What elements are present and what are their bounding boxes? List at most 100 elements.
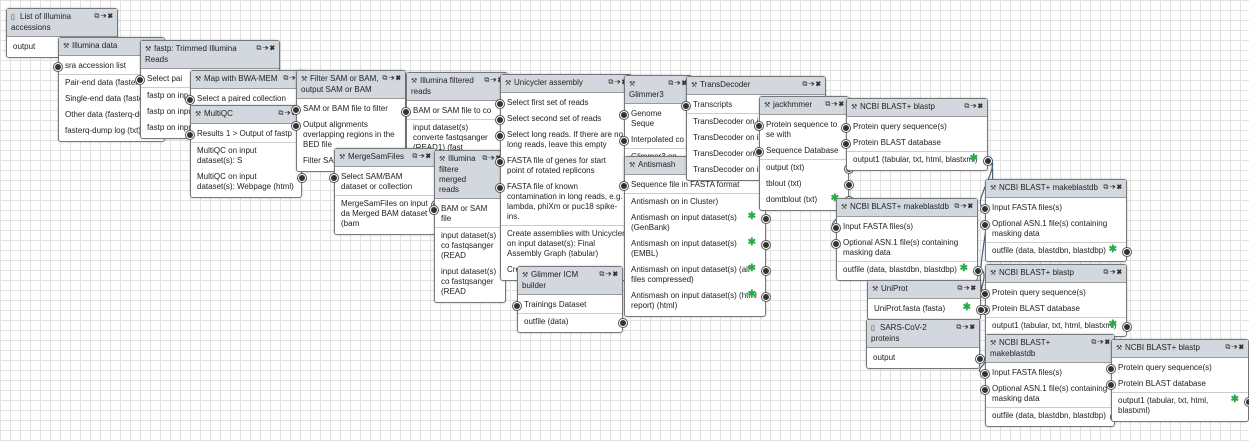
forward-icon[interactable]: ➔ <box>284 110 292 117</box>
input-terminal[interactable] <box>620 111 628 119</box>
input-terminal-row[interactable]: Protein BLAST database <box>1107 376 1248 392</box>
input-terminal[interactable] <box>832 240 840 248</box>
input-terminal[interactable] <box>292 122 300 130</box>
workflow-node[interactable]: ⚒NCBI BLAST+ blastp⧉➔✖Protein query sequ… <box>1107 339 1249 422</box>
input-terminal-row[interactable]: Output alignments overlapping regions in… <box>292 117 405 153</box>
input-terminal-row[interactable]: Optional ASN.1 file(s) containing maskin… <box>832 235 977 261</box>
input-terminal[interactable] <box>496 158 504 166</box>
copy-icon[interactable]: ⧉ <box>954 203 961 210</box>
input-terminal[interactable] <box>682 102 690 110</box>
close-icon[interactable]: ✖ <box>269 45 276 52</box>
close-icon[interactable]: ✖ <box>681 80 688 87</box>
close-icon[interactable]: ✖ <box>1116 184 1123 191</box>
forward-icon[interactable]: ➔ <box>262 45 270 52</box>
copy-icon[interactable]: ⧉ <box>1103 184 1110 191</box>
node-title-bar[interactable]: ⚒UniProt⧉➔✖ <box>868 281 980 299</box>
node-title-bar[interactable]: ⚒NCBI BLAST+ blastp⧉➔✖ <box>847 99 987 117</box>
output-terminal-row[interactable]: input dataset(s) co fastqsanger (READ <box>435 264 510 300</box>
workflow-node[interactable]: ⚒NCBI BLAST+ makeblastdb⧉➔✖Input FASTA f… <box>981 179 1131 262</box>
output-terminal-row[interactable]: input dataset(s) co fastqsanger (READ <box>435 227 510 264</box>
input-terminal-row[interactable]: Select first set of reads <box>496 95 631 111</box>
close-icon[interactable]: ✖ <box>967 203 974 210</box>
output-terminal-row[interactable]: Antismash on input dataset(s) (GenBank)✱ <box>625 210 770 236</box>
forward-icon[interactable]: ➔ <box>1097 339 1105 346</box>
input-terminal[interactable] <box>496 100 504 108</box>
workflow-output-asterisk-icon[interactable]: ✱ <box>959 263 968 274</box>
close-icon[interactable]: ✖ <box>970 285 977 292</box>
copy-icon[interactable]: ⧉ <box>957 285 964 292</box>
close-icon[interactable]: ✖ <box>1104 339 1111 346</box>
workflow-output-asterisk-icon[interactable]: ✱ <box>747 237 756 248</box>
workflow-node[interactable]: ⚒NCBI BLAST+ makeblastdb⧉➔✖Input FASTA f… <box>981 334 1119 427</box>
input-terminal-row[interactable]: BAM or SAM file to co <box>402 103 507 119</box>
forward-icon[interactable]: ➔ <box>960 203 968 210</box>
forward-icon[interactable]: ➔ <box>488 155 496 162</box>
workflow-node[interactable]: ▯SARS-CoV-2 proteins⧉➔✖output <box>866 319 984 369</box>
input-terminal-row[interactable]: Transcripts <box>682 97 825 113</box>
input-terminal[interactable] <box>981 221 989 229</box>
workflow-node[interactable]: ⚒Illumina filtere merged reads⧉➔✖BAM or … <box>430 150 510 303</box>
input-terminal-row[interactable]: Protein sequence to se with <box>755 117 848 143</box>
input-terminal-row[interactable]: Protein BLAST database <box>981 301 1126 317</box>
output-terminal-row[interactable]: tblout (txt) <box>760 176 853 192</box>
output-terminal-row[interactable]: UniProt.fasta (fasta)✱ <box>868 301 985 317</box>
workflow-output-asterisk-icon[interactable]: ✱ <box>747 289 756 300</box>
input-terminal-row[interactable]: sra accession list <box>54 58 164 74</box>
input-terminal[interactable] <box>292 106 300 114</box>
node-title-bar[interactable]: ⚒NCBI BLAST+ blastp⧉➔✖ <box>986 265 1126 283</box>
output-terminal-row[interactable]: MultiQC on input dataset(s): S <box>191 142 306 169</box>
input-terminal-row[interactable]: Select long reads. If there are no long … <box>496 127 631 153</box>
workflow-output-asterisk-icon[interactable]: ✱ <box>969 153 978 164</box>
output-terminal[interactable] <box>762 293 770 301</box>
input-terminal-row[interactable]: Input FASTA files(s) <box>981 365 1114 381</box>
input-terminal[interactable] <box>496 184 504 192</box>
forward-icon[interactable]: ➔ <box>490 77 498 84</box>
workflow-output-asterisk-icon[interactable]: ✱ <box>747 263 756 274</box>
forward-icon[interactable]: ➔ <box>970 103 978 110</box>
input-terminal[interactable] <box>981 370 989 378</box>
input-terminal-row[interactable]: Interpolated co <box>620 132 691 148</box>
forward-icon[interactable]: ➔ <box>100 13 108 20</box>
output-terminal[interactable] <box>619 319 627 327</box>
input-terminal[interactable] <box>330 174 338 182</box>
close-icon[interactable]: ✖ <box>1116 269 1123 276</box>
output-terminal[interactable] <box>974 267 982 275</box>
workflow-output-asterisk-icon[interactable]: ✱ <box>1108 244 1117 255</box>
forward-icon[interactable]: ➔ <box>418 153 426 160</box>
copy-icon[interactable]: ⧉ <box>956 324 963 331</box>
output-terminal[interactable] <box>762 267 770 275</box>
forward-icon[interactable]: ➔ <box>808 81 816 88</box>
input-terminal[interactable] <box>842 140 850 148</box>
forward-icon[interactable]: ➔ <box>289 75 297 82</box>
node-title-bar[interactable]: ⚒MultiQC⧉➔✖ <box>191 106 301 124</box>
output-terminal[interactable] <box>976 355 984 363</box>
output-terminal-row[interactable]: Antismash on input dataset(s) (html repo… <box>625 288 770 314</box>
input-terminal-row[interactable]: Optional ASN.1 file(s) containing maskin… <box>981 381 1114 407</box>
copy-icon[interactable]: ⧉ <box>1225 344 1232 351</box>
workflow-output-asterisk-icon[interactable]: ✱ <box>1108 319 1117 330</box>
input-terminal[interactable] <box>842 124 850 132</box>
output-terminal-row[interactable]: Create assemblies with Unicycler on inpu… <box>501 225 636 262</box>
input-terminal-row[interactable]: Sequence file in FASTA format <box>620 177 765 193</box>
output-terminal[interactable] <box>762 215 770 223</box>
close-icon[interactable]: ✖ <box>1238 344 1245 351</box>
output-terminal-row[interactable]: MultiQC on input dataset(s): Webpage (ht… <box>191 169 306 195</box>
input-terminal[interactable] <box>402 108 410 116</box>
workflow-node[interactable]: ⚒Map with BWA-MEM⧉➔✖Select a paired coll… <box>186 70 307 110</box>
forward-icon[interactable]: ➔ <box>614 79 622 86</box>
node-title-bar[interactable]: ⚒jackhmmer⧉➔✖ <box>760 97 848 115</box>
close-icon[interactable]: ✖ <box>815 81 822 88</box>
input-terminal-row[interactable]: SAM or BAM file to filter <box>292 101 405 117</box>
copy-icon[interactable]: ⧉ <box>94 13 101 20</box>
output-terminal-row[interactable]: outfile (data, blastdbn, blastdbp) <box>986 407 1119 424</box>
output-terminal-row[interactable]: output (txt) <box>760 159 853 176</box>
node-title-bar[interactable]: ⚒Filter SAM or BAM, output SAM or BAM⧉➔✖ <box>297 71 405 99</box>
workflow-node[interactable]: ⚒Illumina filtered reads⧉➔✖BAM or SAM fi… <box>402 72 512 159</box>
output-terminal-row[interactable]: output <box>867 350 984 366</box>
workflow-node[interactable]: ⚒NCBI BLAST+ makeblastdb⧉➔✖Input FASTA f… <box>832 198 982 281</box>
input-terminal[interactable] <box>981 290 989 298</box>
input-terminal-row[interactable]: Protein query sequence(s) <box>842 119 987 135</box>
forward-icon[interactable]: ➔ <box>605 271 613 278</box>
input-terminal-row[interactable]: Protein query sequence(s) <box>981 285 1126 301</box>
input-terminal[interactable] <box>1107 365 1115 373</box>
